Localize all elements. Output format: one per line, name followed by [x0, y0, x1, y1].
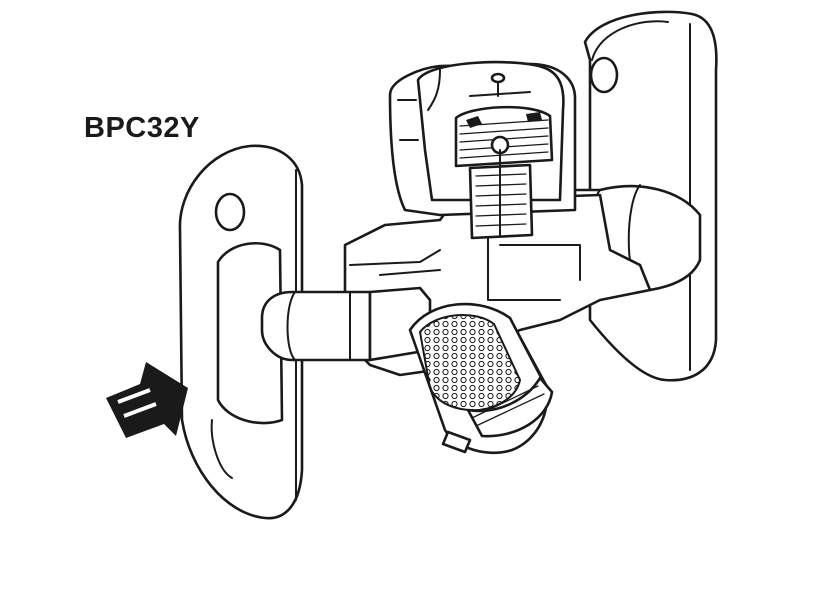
- bimetal-element-stack: [454, 105, 554, 168]
- flow-direction-arrow-icon: [106, 362, 188, 438]
- strainer-cap-thread: [466, 376, 554, 438]
- model-title: BPC32Y: [84, 112, 200, 144]
- bolt-hole-upper-right: [589, 56, 619, 94]
- inlet-flange: [178, 144, 304, 520]
- inlet-bore: [260, 286, 432, 362]
- strainer-plug: [441, 430, 472, 454]
- strainer-assembly: [408, 302, 554, 455]
- cap-vent-plug: [490, 72, 506, 84]
- valve-seat-stem: [468, 149, 534, 240]
- strainer-screen: [418, 314, 522, 412]
- bolt-hole-upper-left: [214, 192, 246, 232]
